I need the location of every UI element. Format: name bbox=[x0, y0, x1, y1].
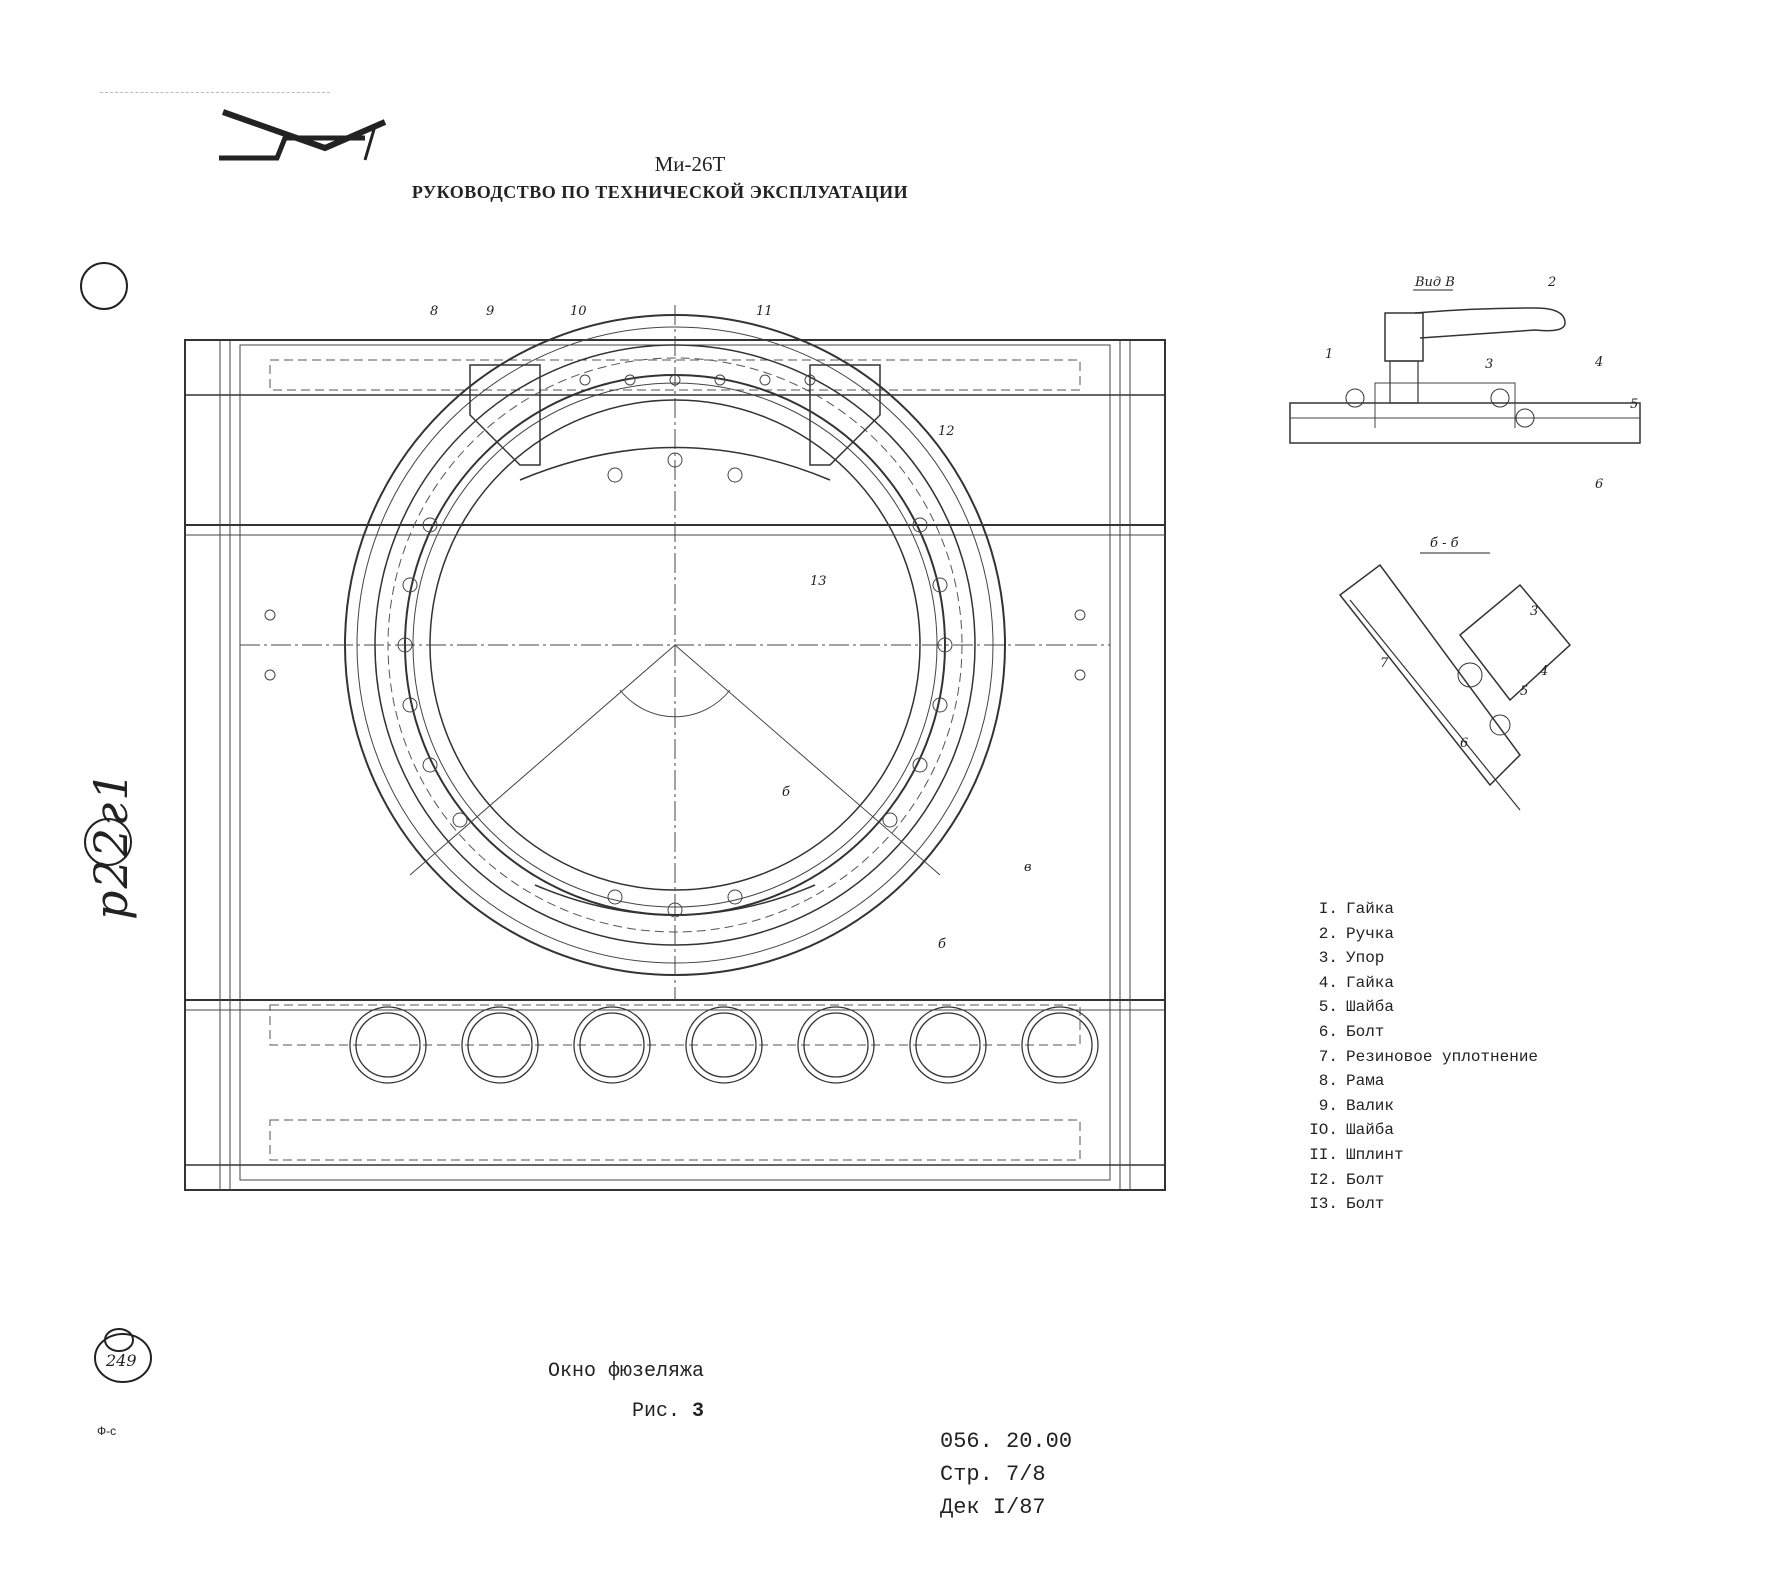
legend-item: IO. Шайба bbox=[1298, 1118, 1538, 1143]
doc-page-label: Стр. bbox=[940, 1462, 993, 1487]
legend-label: Болт bbox=[1346, 1022, 1385, 1041]
section-bb-callout-3: 3 bbox=[1530, 604, 1538, 619]
legend-num: 9. bbox=[1318, 1096, 1338, 1115]
view-b-callout-6: 6 bbox=[1595, 477, 1603, 492]
callout-section-b-upper: б bbox=[782, 785, 790, 800]
figure-number-value: 3 bbox=[692, 1400, 705, 1423]
manual-title: РУКОВОДСТВО ПО ТЕХНИЧЕСКОЙ ЭКСПЛУАТАЦИИ bbox=[411, 182, 909, 202]
doc-date-row: Дек I/87 bbox=[940, 1491, 1072, 1524]
doc-date-label: Дек bbox=[940, 1495, 980, 1520]
section-bb-callout-5: 5 bbox=[1520, 684, 1528, 699]
view-b-detail: Вид В 1 2 3 4 5 6 bbox=[1289, 275, 1641, 492]
legend-item: I3. Болт bbox=[1298, 1192, 1538, 1217]
legend-item: 3. Упор bbox=[1298, 946, 1538, 971]
legend-item: II. Шплинт bbox=[1298, 1143, 1538, 1168]
figure-label: Рис. bbox=[632, 1400, 681, 1423]
handwritten-margin-note: р22г1 bbox=[84, 769, 138, 921]
view-b-callout-1: 1 bbox=[1325, 347, 1333, 362]
callout-8: 8 bbox=[430, 304, 438, 319]
legend-label: Валик bbox=[1346, 1096, 1395, 1115]
legend-item: 9. Валик bbox=[1298, 1094, 1538, 1119]
legend-num: I2. bbox=[1309, 1170, 1338, 1189]
legend-num: IO. bbox=[1309, 1121, 1338, 1140]
legend-num: 4. bbox=[1318, 973, 1338, 992]
aircraft-model: Ми-26Т bbox=[654, 152, 726, 176]
inspection-stamp: 249 bbox=[94, 1328, 152, 1383]
legend-label: Шайба bbox=[1346, 1121, 1395, 1140]
legend-item: I2. Болт bbox=[1298, 1168, 1538, 1193]
view-b-callout-4: 4 bbox=[1594, 355, 1603, 370]
legend-num: II. bbox=[1309, 1145, 1338, 1164]
callout-12: 12 bbox=[938, 424, 955, 439]
doc-page-row: Стр. 7/8 bbox=[940, 1458, 1072, 1491]
section-bb-callout-6: 6 bbox=[1460, 736, 1468, 751]
legend-label: Ручка bbox=[1346, 924, 1395, 943]
legend-label: Шплинт bbox=[1346, 1145, 1404, 1164]
callout-9: 9 bbox=[486, 304, 494, 319]
view-b-callout-3: 3 bbox=[1485, 357, 1493, 372]
legend-label: Упор bbox=[1346, 949, 1385, 968]
legend-item: 6. Болт bbox=[1298, 1020, 1538, 1045]
section-bb-title: б - б bbox=[1430, 536, 1459, 551]
binder-hole-middle bbox=[84, 818, 132, 866]
legend-item: I. Гайка bbox=[1298, 897, 1538, 922]
legend-item: 5. Шайба bbox=[1298, 995, 1538, 1020]
view-b-title: Вид В bbox=[1414, 275, 1455, 290]
legend-num: 8. bbox=[1318, 1072, 1338, 1091]
legend-num: 3. bbox=[1318, 949, 1338, 968]
doc-code: 056. 20.00 bbox=[940, 1429, 1073, 1454]
legend-label: Рама bbox=[1346, 1072, 1385, 1091]
callout-13: 13 bbox=[810, 574, 827, 589]
side-mark: Ф-с bbox=[97, 1424, 117, 1438]
doc-page-value: 7/8 bbox=[1006, 1462, 1046, 1487]
document-info: 056. 20.00 Стр. 7/8 Дек I/87 bbox=[940, 1425, 1072, 1524]
callout-section-b-lower: б bbox=[938, 937, 946, 952]
legend-num: 7. bbox=[1318, 1047, 1338, 1066]
view-b-callout-2: 2 bbox=[1547, 275, 1556, 290]
legend-num: 6. bbox=[1318, 1022, 1338, 1041]
legend-item: 7. Резиновое уплотнение bbox=[1298, 1045, 1538, 1070]
manufacturer-logo bbox=[219, 109, 387, 161]
legend-label: Гайка bbox=[1346, 973, 1395, 992]
view-b-callout-5: 5 bbox=[1630, 397, 1638, 412]
legend-item: 2. Ручка bbox=[1298, 922, 1538, 947]
legend-item: 8. Рама bbox=[1298, 1069, 1538, 1094]
legend-num: I. bbox=[1318, 900, 1338, 918]
binder-hole-top bbox=[80, 262, 128, 310]
legend-num: I3. bbox=[1309, 1195, 1338, 1214]
callout-10: 10 bbox=[570, 304, 587, 319]
legend-label: Шайба bbox=[1346, 998, 1395, 1017]
legend-label: Гайка bbox=[1346, 900, 1395, 918]
figure-number: Рис. 3 bbox=[632, 1400, 704, 1423]
callout-view-v: в bbox=[1024, 860, 1032, 875]
legend-label: Резиновое уплотнение bbox=[1346, 1047, 1539, 1066]
legend-label: Болт bbox=[1346, 1195, 1385, 1214]
section-bb-callout-4: 4 bbox=[1539, 664, 1548, 679]
section-bb-callout-7: 7 bbox=[1380, 656, 1389, 671]
section-bb-detail: б - б 3 4 5 6 7 bbox=[1338, 536, 1572, 811]
figure-caption: Окно фюзеляжа bbox=[548, 1360, 705, 1383]
callout-11: 11 bbox=[756, 304, 773, 319]
parts-legend: I. Гайка 2. Ручка 3. Упор 4. Гайка 5. Шайба 6… bbox=[1298, 897, 1538, 1217]
header-rule bbox=[100, 92, 330, 94]
svg-text:249: 249 bbox=[105, 1351, 137, 1370]
legend-item: 4. Гайка bbox=[1298, 971, 1538, 996]
legend-label: Болт bbox=[1346, 1170, 1385, 1189]
fuselage-window-drawing: 8 9 10 11 12 13 б б в bbox=[184, 304, 1166, 1191]
legend-num: 5. bbox=[1318, 998, 1338, 1017]
legend-num: 2. bbox=[1318, 924, 1338, 943]
doc-date-value: I/87 bbox=[992, 1495, 1046, 1520]
